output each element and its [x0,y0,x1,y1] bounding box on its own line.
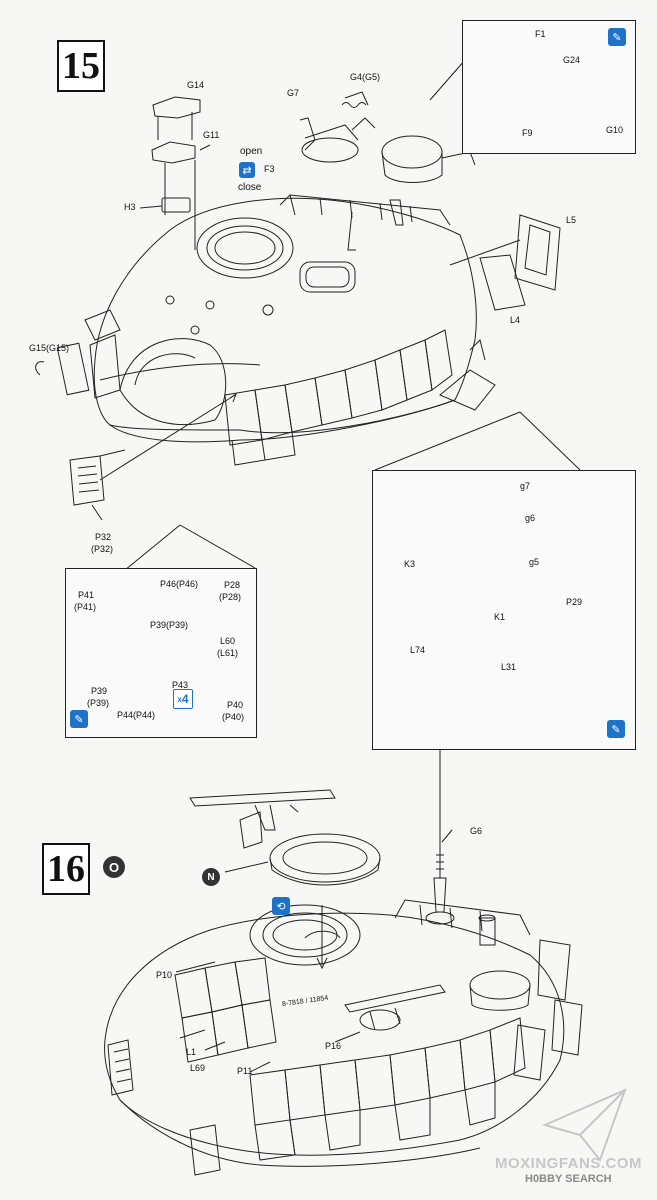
label-F9: F9 [522,128,533,138]
label-P39: P39 [91,686,108,696]
label-P28: P28 [224,580,241,590]
label-L31: L31 [501,662,517,672]
multiplier-value: 4 [181,692,189,706]
label-P41: P41 [78,590,95,600]
label-G14: G14 [187,80,205,90]
cupola-16 [249,904,361,966]
turret-16-outline [104,912,565,1156]
label-L61: (L61) [217,648,239,658]
label-open: open [240,146,263,157]
label-L60: L60 [220,636,236,646]
label-G10: G10 [606,125,624,135]
label-P39-alt: (P39) [87,698,110,708]
watermark-line1: MOXINGFANS.COM [495,1155,643,1172]
step-15-number: 15 [57,40,105,92]
label-g5: g5 [529,557,540,567]
part-L5 [514,214,561,291]
label-H3: H3 [124,202,136,212]
label-L5: L5 [566,215,577,225]
part-L4 [479,254,526,311]
watermark-line2: H0BBY SEARCH [525,1173,612,1185]
label-P10: P10 [156,970,173,980]
label-K1: K1 [494,612,506,622]
label-P40-alt: (P40) [222,712,245,722]
detail-box-periscope [462,20,636,154]
label-close: close [238,182,262,193]
label-G7: G7 [287,88,300,98]
era-left-16 [174,957,277,1063]
step-16-number: 16 [42,843,90,895]
paper-plane-icon [542,1088,627,1163]
glue-icon: ✎ [607,720,625,738]
label-F1: F1 [535,29,546,39]
label-L1: L1 [186,1047,197,1057]
era-row-15 [224,329,453,466]
label-P39-top: P39(P39) [150,620,189,630]
step-16-marker: O [103,856,125,878]
label-P41-alt: (P41) [74,602,97,612]
era-row-16 [249,1017,526,1161]
part-G11 [151,141,196,164]
detail-box-mg-mount [372,470,636,750]
label-L74: L74 [410,645,426,655]
label-P32-alt: (P32) [91,544,114,554]
label-P28-alt: (P28) [219,592,242,602]
label-P29: P29 [566,597,583,607]
label-L69: L69 [190,1063,206,1073]
label-P44: P44(P44) [117,710,156,720]
label-K3: K3 [404,559,416,569]
part-n-marker: N [202,868,220,886]
part-H3 [161,197,191,213]
cupola-15 [196,217,294,279]
label-G6: G6 [470,826,483,836]
label-P16: P16 [325,1041,342,1051]
label-L4: L4 [510,315,521,325]
label-G24: G24 [563,55,581,65]
label-G15: G15(G15) [29,343,70,353]
part-G7 [299,117,316,151]
multiplier-prefix: x [177,694,182,704]
label-P46: P46(P46) [160,579,199,589]
turret-15-outline [93,197,477,434]
glue-icon: ✎ [608,28,626,46]
label-P43: P43 [172,680,189,690]
label-G4: G4(G5) [350,72,381,82]
glue-icon: ✎ [70,710,88,728]
part-G14 [152,96,201,119]
rotate-icon: ⟲ [272,897,290,915]
label-P40: P40 [227,700,244,710]
open-close-icon: ⇄ [239,162,255,178]
label-P32: P32 [95,532,112,542]
label-P11: P11 [237,1066,253,1076]
label-G11: G11 [203,130,220,140]
detail-box-era [65,568,257,738]
label-g6: g6 [525,513,536,523]
label-g7: g7 [520,481,531,491]
label-F3: F3 [264,164,275,174]
